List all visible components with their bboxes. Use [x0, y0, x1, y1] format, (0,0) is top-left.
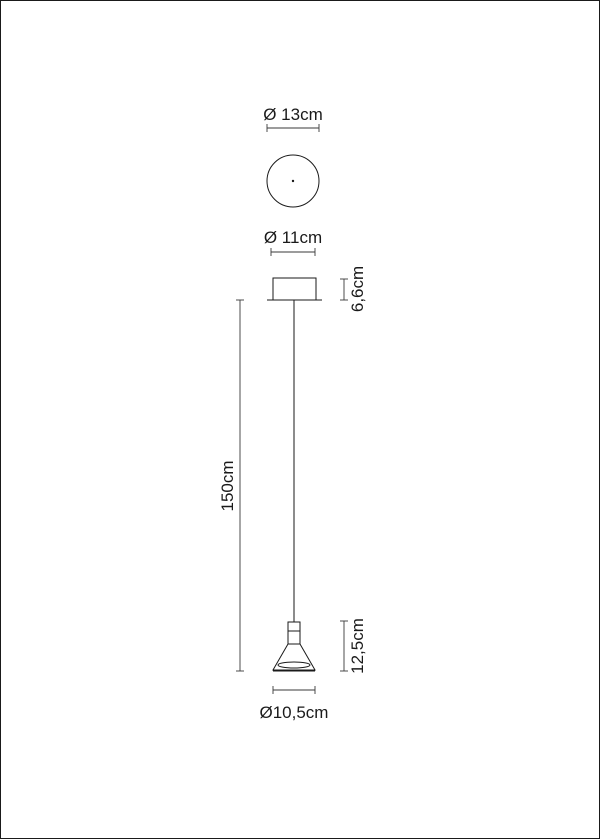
- shade-diameter-label: Ø10,5cm: [260, 703, 329, 722]
- cable-length-dimension: [236, 299, 244, 672]
- cable-length-label: 150cm: [218, 460, 237, 511]
- pendant-shade: [272, 621, 316, 672]
- canopy-height-dimension: [340, 278, 348, 301]
- shade-diameter-dimension: [272, 686, 316, 694]
- canopy-diameter-label: Ø 13cm: [263, 105, 323, 124]
- canopy-top-view: [266, 154, 320, 208]
- canopy-inner-diameter-label: Ø 11cm: [264, 228, 322, 247]
- canopy-inner-diameter-dimension: [270, 248, 316, 256]
- canopy-height-label: 6,6cm: [348, 266, 367, 312]
- shade-height-dimension: [340, 620, 348, 672]
- canopy-side-view: [267, 277, 322, 301]
- canopy-diameter-dimension: [266, 124, 320, 132]
- shade-height-label: 12,5cm: [348, 618, 367, 674]
